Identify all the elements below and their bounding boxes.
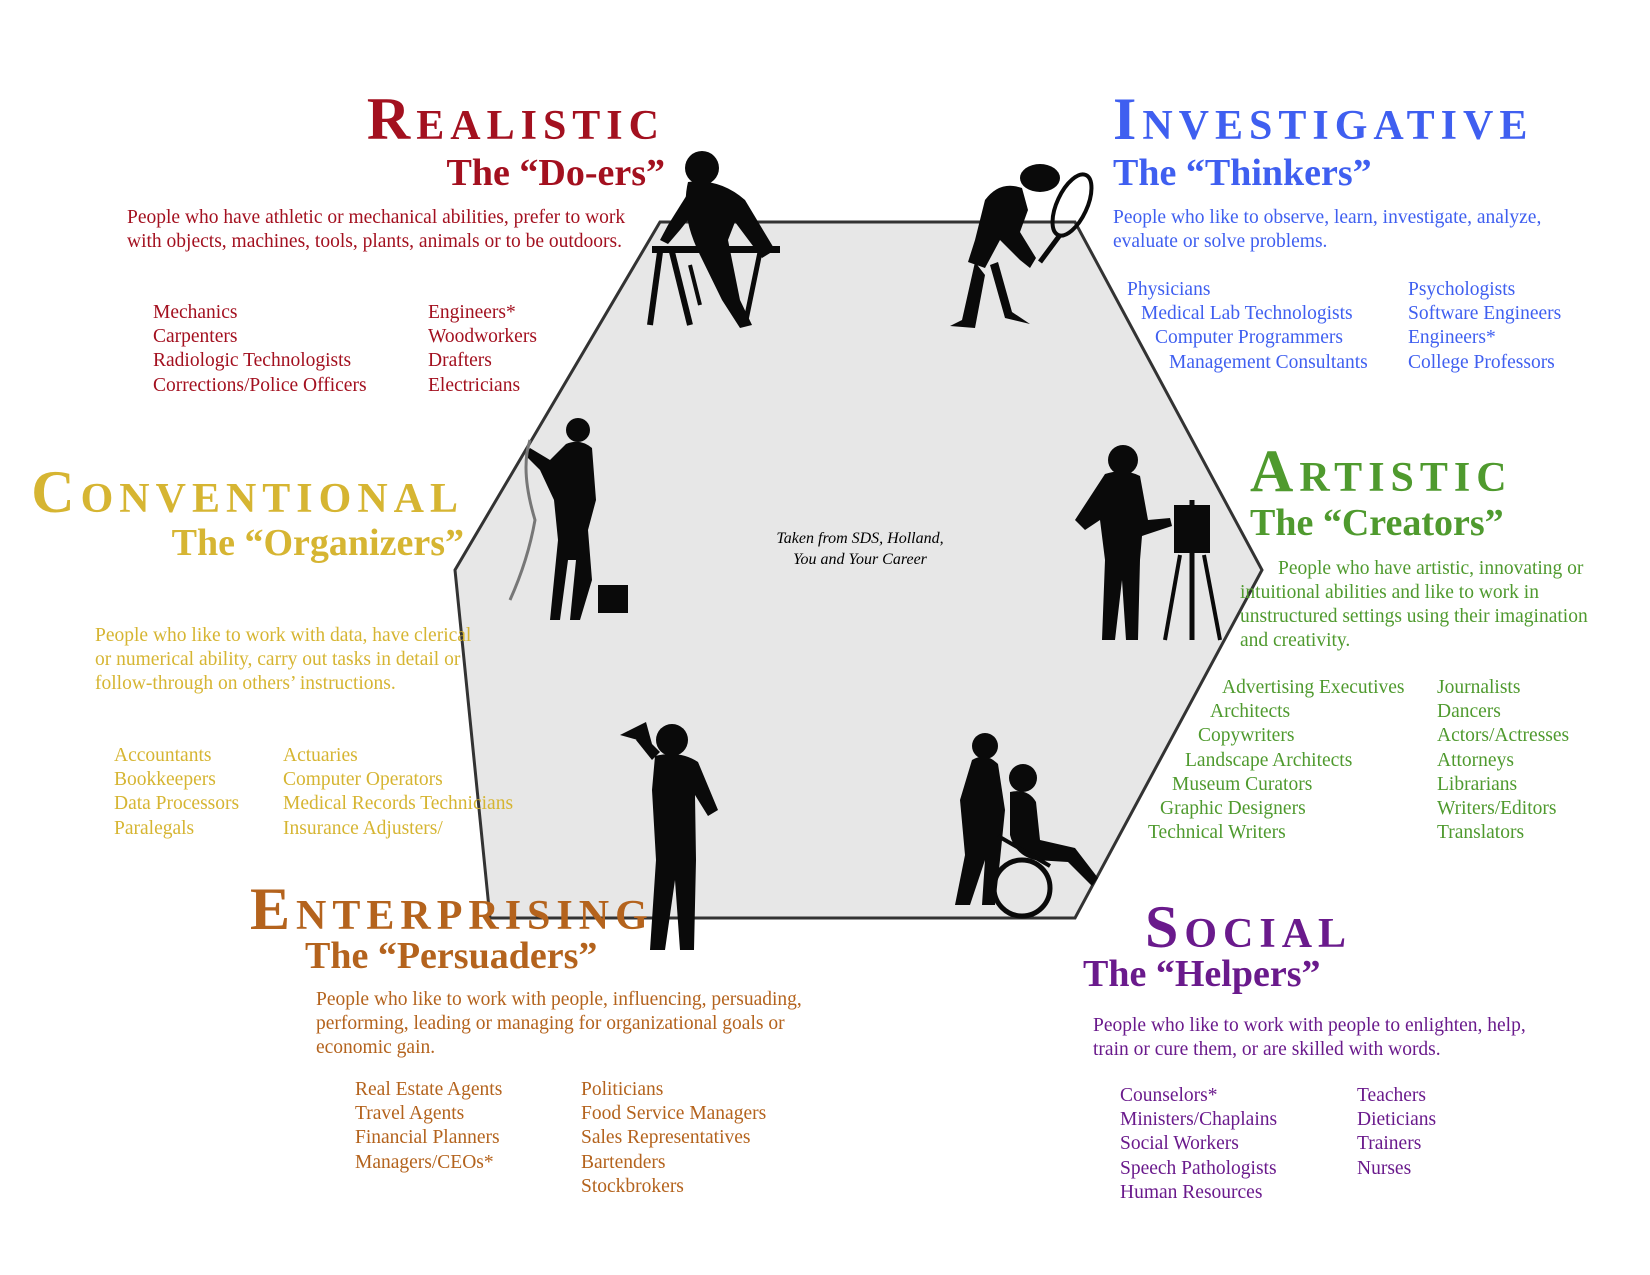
career-item: Travel Agents <box>355 1103 465 1125</box>
career-item: Bookkeepers <box>114 769 216 791</box>
career-item: Teachers <box>1357 1085 1427 1106</box>
wheelchair-helper-silhouette-icon <box>955 733 1098 919</box>
career-item: Food Service Managers <box>581 1103 767 1125</box>
enterprising-nickname: The “Persuaders” <box>305 935 598 977</box>
career-item: Dieticians <box>1357 1109 1437 1131</box>
career-item: Management Consultants <box>1169 351 1368 373</box>
career-item: Corrections/Police Officers <box>153 374 367 396</box>
social-title: Social <box>1145 894 1353 960</box>
social-careers-col2: Teachers Dieticians Trainers Nurses <box>1357 1084 1436 1181</box>
career-item: Electricians <box>428 374 521 396</box>
artistic-title: Artistic <box>1250 438 1513 504</box>
conventional-careers-col2: Actuaries Computer Operators Medical Rec… <box>283 744 513 841</box>
realistic-description: People who have athletic or mechanical a… <box>127 207 626 252</box>
megaphone-speaker-silhouette-icon <box>620 722 718 950</box>
realistic-careers-col2: Engineers* Woodworkers Drafters Electric… <box>428 301 537 398</box>
career-item: Sales Representatives <box>581 1127 751 1149</box>
career-item: Software Engineers <box>1408 303 1562 325</box>
artistic-description: People who have artistic, innovating or … <box>1240 558 1588 651</box>
career-item: Mechanics <box>153 302 238 323</box>
career-item: Advertising Executives <box>1222 677 1405 698</box>
career-item: Insurance Adjusters/ <box>283 817 443 839</box>
career-item: Data Processors <box>114 793 240 815</box>
career-item: Speech Pathologists <box>1120 1157 1277 1179</box>
career-item: Psychologists <box>1408 279 1516 300</box>
investigative-nickname: The “Thinkers” <box>1113 152 1372 194</box>
career-item: Writers/Editors <box>1437 798 1557 820</box>
career-item: Radiologic Technologists <box>153 350 352 372</box>
detective-magnifier-silhouette-icon <box>950 164 1094 328</box>
enterprising-careers-col1: Real Estate Agents Travel Agents Financi… <box>355 1078 502 1175</box>
career-item: Journalists <box>1437 677 1521 698</box>
artistic-careers-col1: Advertising Executives Architects Copywr… <box>1148 676 1405 845</box>
source-credit: Taken from SDS, Holland, You and Your Ca… <box>740 528 980 570</box>
career-item: Technical Writers <box>1148 822 1286 844</box>
career-item: Actors/Actresses <box>1437 725 1570 747</box>
artistic-nickname: The “Creators” <box>1250 502 1504 544</box>
career-item: Real Estate Agents <box>355 1079 503 1100</box>
artistic-careers-col2: Journalists Dancers Actors/Actresses Att… <box>1437 676 1569 845</box>
investigative-careers-col2: Psychologists Software Engineers Enginee… <box>1408 278 1561 375</box>
career-item: Bartenders <box>581 1151 666 1173</box>
social-careers-col1: Counselors* Ministers/Chaplains Social W… <box>1120 1084 1277 1205</box>
office-worker-paper-silhouette-icon <box>508 418 628 620</box>
conventional-careers-col1: Accountants Bookkeepers Data Processors … <box>114 744 239 841</box>
career-item: Copywriters <box>1198 725 1295 747</box>
career-item: Translators <box>1437 822 1525 844</box>
investigative-careers-col1: Physicians Medical Lab Technologists Com… <box>1127 278 1368 375</box>
career-item: Dancers <box>1437 701 1501 723</box>
career-item: Stockbrokers <box>581 1175 684 1197</box>
career-item: Human Resources <box>1120 1181 1263 1203</box>
career-item: Librarians <box>1437 773 1518 795</box>
realistic-title: Realistic <box>366 86 665 152</box>
career-item: Social Workers <box>1120 1133 1239 1155</box>
realistic-nickname: The “Do-ers” <box>446 152 665 194</box>
career-item: Medical Lab Technologists <box>1141 303 1353 325</box>
career-item: Computer Programmers <box>1155 327 1343 349</box>
investigative-title: Investigative <box>1113 86 1534 152</box>
career-item: College Professors <box>1408 351 1555 373</box>
social-nickname: The “Helpers” <box>1083 953 1321 995</box>
painter-easel-silhouette-icon <box>1075 445 1222 641</box>
career-item: Counselors* <box>1120 1085 1218 1106</box>
career-item: Medical Records Technicians <box>283 793 514 815</box>
career-item: Nurses <box>1357 1157 1412 1179</box>
career-item: Politicians <box>581 1079 664 1100</box>
career-item: Museum Curators <box>1172 773 1313 795</box>
enterprising-careers-col2: Politicians Food Service Managers Sales … <box>581 1078 766 1199</box>
career-item: Physicians <box>1127 279 1211 300</box>
credit-line-1: Taken from SDS, Holland, <box>776 530 944 547</box>
career-item: Paralegals <box>114 817 195 839</box>
conventional-title: Conventional <box>31 459 464 525</box>
career-item: Attorneys <box>1437 749 1514 771</box>
career-item: Financial Planners <box>355 1127 500 1149</box>
career-item: Engineers* <box>1408 327 1496 349</box>
conventional-nickname: The “Organizers” <box>171 522 464 564</box>
investigative-description: People who like to observe, learn, inves… <box>1113 207 1542 252</box>
career-item: Architects <box>1210 701 1291 723</box>
career-item: Woodworkers <box>428 326 537 348</box>
career-item: Drafters <box>428 350 492 372</box>
social-description: People who like to work with people to e… <box>1093 1015 1526 1060</box>
career-item: Carpenters <box>153 326 238 348</box>
conventional-description: People who like to work with data, have … <box>95 625 472 694</box>
career-item: Landscape Architects <box>1185 749 1353 771</box>
career-item: Engineers* <box>428 302 516 323</box>
career-item: Managers/CEOs* <box>355 1151 494 1173</box>
career-item: Accountants <box>114 745 212 766</box>
realistic-careers-col1: Mechanics Carpenters Radiologic Technolo… <box>153 301 367 398</box>
credit-line-2: You and Your Career <box>793 551 927 568</box>
carpenter-silhouette-icon <box>647 151 780 328</box>
career-item: Graphic Designers <box>1160 798 1306 820</box>
career-item: Ministers/Chaplains <box>1120 1109 1278 1131</box>
enterprising-title: Enterprising <box>250 876 654 942</box>
career-item: Actuaries <box>283 745 358 766</box>
career-item: Computer Operators <box>283 769 443 791</box>
enterprising-description: People who like to work with people, inf… <box>316 989 802 1058</box>
career-item: Trainers <box>1357 1133 1422 1155</box>
